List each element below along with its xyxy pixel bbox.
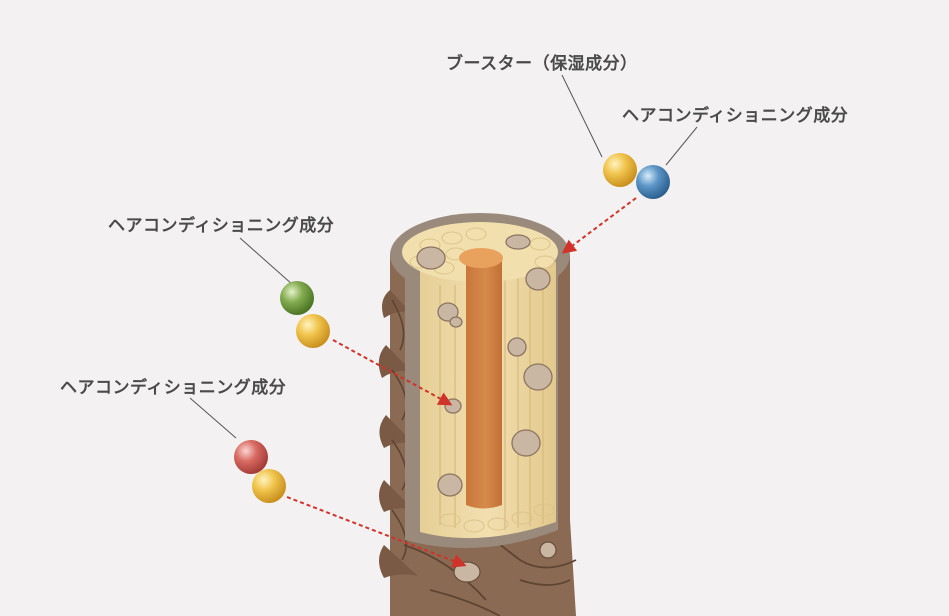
arrow-booster: [564, 198, 636, 252]
booster-sphere-yellow-middle: [296, 314, 330, 348]
label-conditioning-middle: ヘアコンディショニング成分: [108, 211, 334, 236]
conditioning-sphere-green: [280, 281, 314, 315]
booster-sphere-yellow: [603, 153, 637, 187]
conditioning-sphere-red: [234, 440, 268, 474]
label-conditioning-bottom: ヘアコンディショニング成分: [60, 373, 286, 398]
label-conditioning-top: ヘアコンディショニング成分: [622, 101, 848, 126]
booster-sphere-yellow-bottom: [252, 469, 286, 503]
label-booster: ブースター（保湿成分）: [446, 49, 638, 74]
conditioning-sphere-blue: [636, 165, 670, 199]
